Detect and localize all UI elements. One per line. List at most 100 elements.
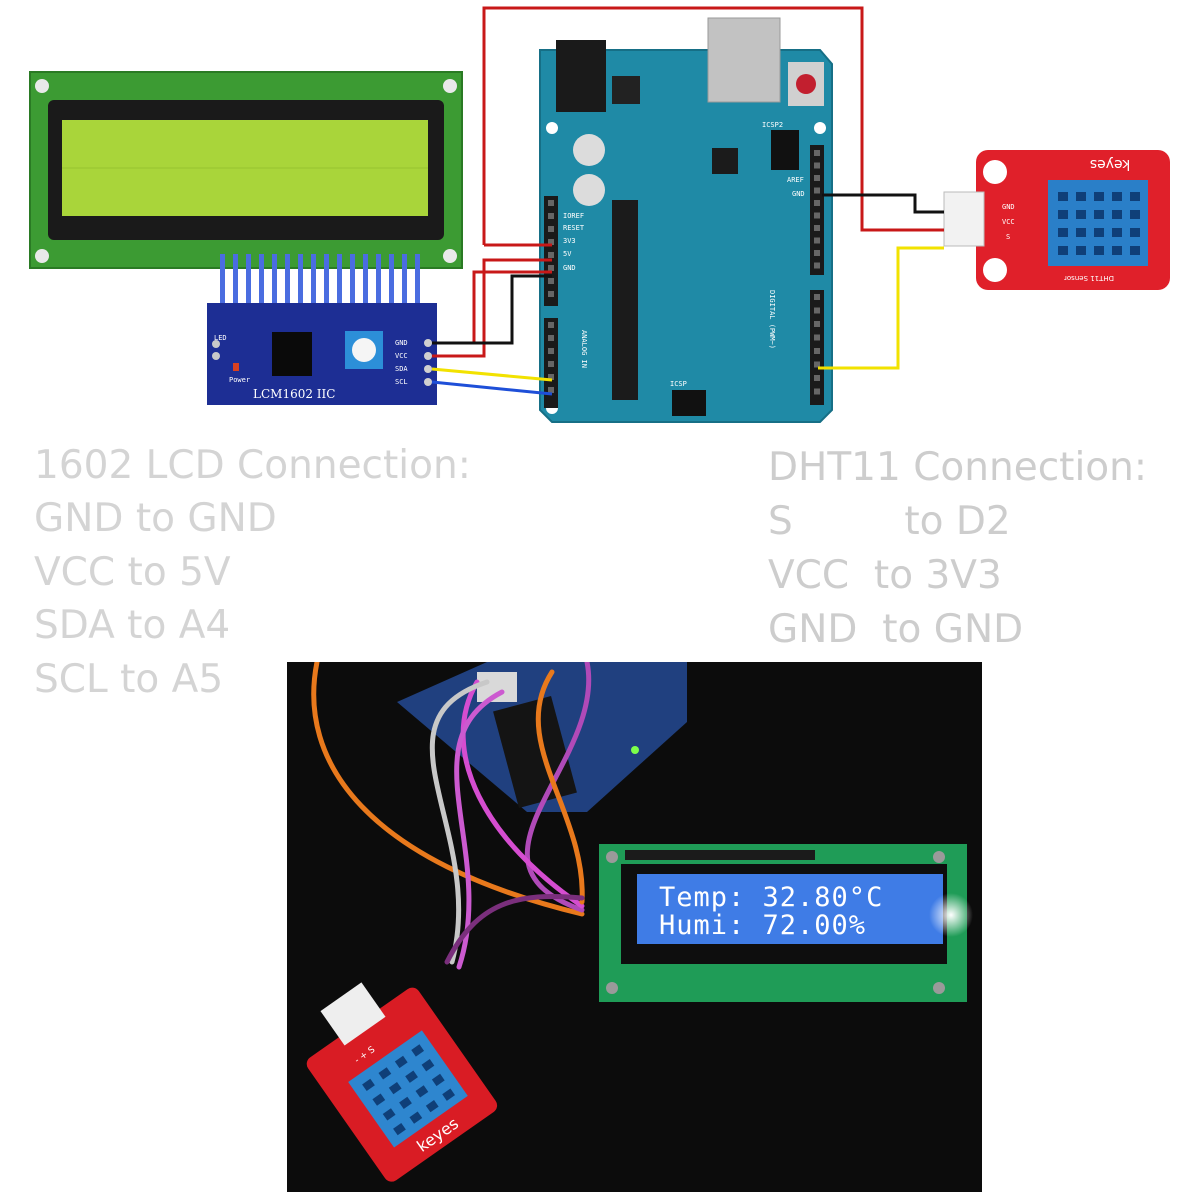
wire-sda-a4 bbox=[431, 367, 553, 382]
board-pin bbox=[814, 321, 820, 327]
sensor-vent bbox=[1058, 192, 1068, 201]
capacitor bbox=[573, 134, 605, 166]
contrast-potentiometer bbox=[352, 338, 376, 362]
lcd-caption-line: SCL to A5 bbox=[34, 657, 224, 702]
header-pin bbox=[324, 254, 329, 304]
header-pin bbox=[298, 254, 303, 304]
board-pin bbox=[814, 307, 820, 314]
lcd-temperature-readout: Temp: 32.80°C bbox=[659, 882, 883, 913]
sensor-vent bbox=[1058, 228, 1068, 237]
board-pin bbox=[814, 375, 820, 381]
board-pin bbox=[548, 374, 554, 380]
photo-lcd-module: Temp: 32.80°C Humi: 72.00% bbox=[599, 844, 973, 1002]
board-pin bbox=[814, 262, 820, 269]
sensor-vent bbox=[1112, 228, 1122, 237]
3v3-label: 3V3 bbox=[563, 237, 576, 245]
header-pin bbox=[389, 254, 394, 304]
wire-gnd-lcd bbox=[432, 274, 552, 345]
header-pin bbox=[350, 254, 355, 304]
header-pin bbox=[246, 254, 251, 304]
board-pin bbox=[814, 334, 820, 341]
board-pin bbox=[814, 212, 820, 219]
dht-caption-line: S to D2 bbox=[768, 499, 1011, 544]
reset-button bbox=[796, 74, 816, 94]
lcd-pin-gnd: GND bbox=[395, 339, 408, 347]
board-pin bbox=[548, 291, 554, 297]
sensor-vent bbox=[1094, 192, 1104, 201]
wire-vcc-5v bbox=[432, 258, 552, 358]
sensor-vent bbox=[1112, 210, 1122, 219]
sensor-vent bbox=[1130, 246, 1140, 255]
lcd-caption-line: GND to GND bbox=[34, 496, 277, 541]
wire-gnd-lcd-red bbox=[432, 270, 552, 345]
sensor-vent bbox=[1130, 210, 1140, 219]
mount-hole bbox=[443, 79, 457, 93]
board-pin bbox=[548, 387, 554, 393]
sensor-vent bbox=[1094, 246, 1104, 255]
board-pin bbox=[814, 250, 820, 256]
board-pin bbox=[548, 226, 554, 232]
board-pin bbox=[548, 200, 554, 206]
sensor-vent bbox=[1130, 228, 1140, 237]
sensor-vent bbox=[1058, 246, 1068, 255]
sensor-pin-gnd: GND bbox=[1002, 203, 1015, 211]
lcd-1602-module bbox=[29, 71, 463, 269]
icsp2-label: ICSP2 bbox=[762, 121, 783, 129]
board-pin bbox=[548, 239, 554, 245]
header-pin bbox=[311, 254, 316, 304]
wire-gnd-dht bbox=[822, 193, 944, 214]
aref-label: AREF bbox=[787, 176, 804, 184]
board-pin bbox=[814, 200, 820, 206]
icsp-header bbox=[672, 390, 706, 416]
board-pin bbox=[548, 252, 554, 258]
reset-label: RESET bbox=[563, 224, 585, 232]
lcd-pin-sda: SDA bbox=[395, 365, 408, 373]
board-pin bbox=[548, 322, 554, 328]
lcd-pin-vcc: VCC bbox=[395, 352, 408, 360]
mount-hole bbox=[35, 79, 49, 93]
photo-dht11-module: - + S keyes bbox=[306, 982, 498, 1182]
lcd-caption-title: 1602 LCD Connection: bbox=[34, 443, 471, 488]
board-pin bbox=[548, 361, 554, 367]
header-pin bbox=[402, 254, 407, 304]
board-pin bbox=[548, 335, 554, 341]
5v-label: 5V bbox=[563, 250, 572, 258]
gnd-label: GND bbox=[563, 264, 576, 272]
sensor-vent bbox=[1076, 192, 1086, 201]
board-pin bbox=[814, 225, 820, 231]
wire-vcc-3v3 bbox=[482, 6, 944, 245]
dht-caption-title: DHT11 Connection: bbox=[768, 445, 1148, 490]
power-label: Power bbox=[229, 376, 250, 384]
board-pin bbox=[814, 187, 820, 194]
dht11-connector bbox=[943, 191, 985, 247]
ioref-label: IOREF bbox=[563, 212, 584, 220]
board-pin bbox=[814, 388, 820, 395]
icsp-label: ICSP bbox=[670, 380, 687, 388]
header-pin bbox=[376, 254, 381, 304]
header-pin bbox=[415, 254, 420, 304]
sensor-brand: keyes bbox=[1090, 156, 1130, 172]
sensor-vent bbox=[1076, 210, 1086, 219]
sensor-label: DHT11 Sensor bbox=[1064, 274, 1114, 282]
demo-photo: Temp: 32.80°C Humi: 72.00% - + S keyes bbox=[287, 662, 982, 1192]
header-pin bbox=[272, 254, 277, 304]
header-pin bbox=[220, 254, 225, 304]
lcd-caption-line: SDA to A4 bbox=[34, 603, 231, 648]
board-pin bbox=[814, 162, 820, 169]
i2c-header-pins bbox=[220, 254, 420, 304]
led-label: LED bbox=[214, 334, 227, 342]
board-pin bbox=[814, 294, 820, 300]
board-pin bbox=[814, 361, 820, 368]
sensor-vent bbox=[1112, 246, 1122, 255]
dht11-sensor-module: keyes DHT11 Sensor GND VCC S bbox=[943, 150, 1170, 290]
digital-title: DIGITAL (PWM~) bbox=[768, 290, 776, 349]
board-pin bbox=[548, 213, 554, 219]
lcm1602-iic-backpack: LED Power LCM1602 IIC GND VCC SDA SCL bbox=[207, 303, 437, 405]
dht-caption-line: VCC to 3V3 bbox=[768, 553, 1002, 598]
wires bbox=[431, 6, 944, 396]
wire-signal-d2 bbox=[818, 246, 944, 370]
board-pin bbox=[548, 278, 554, 284]
arduino-uno-board: IOREF RESET 3V3 5V GND AREF GND ICSP ICS… bbox=[539, 17, 833, 423]
dht-caption-line: GND to GND bbox=[768, 607, 1024, 652]
mount-hole bbox=[443, 249, 457, 263]
